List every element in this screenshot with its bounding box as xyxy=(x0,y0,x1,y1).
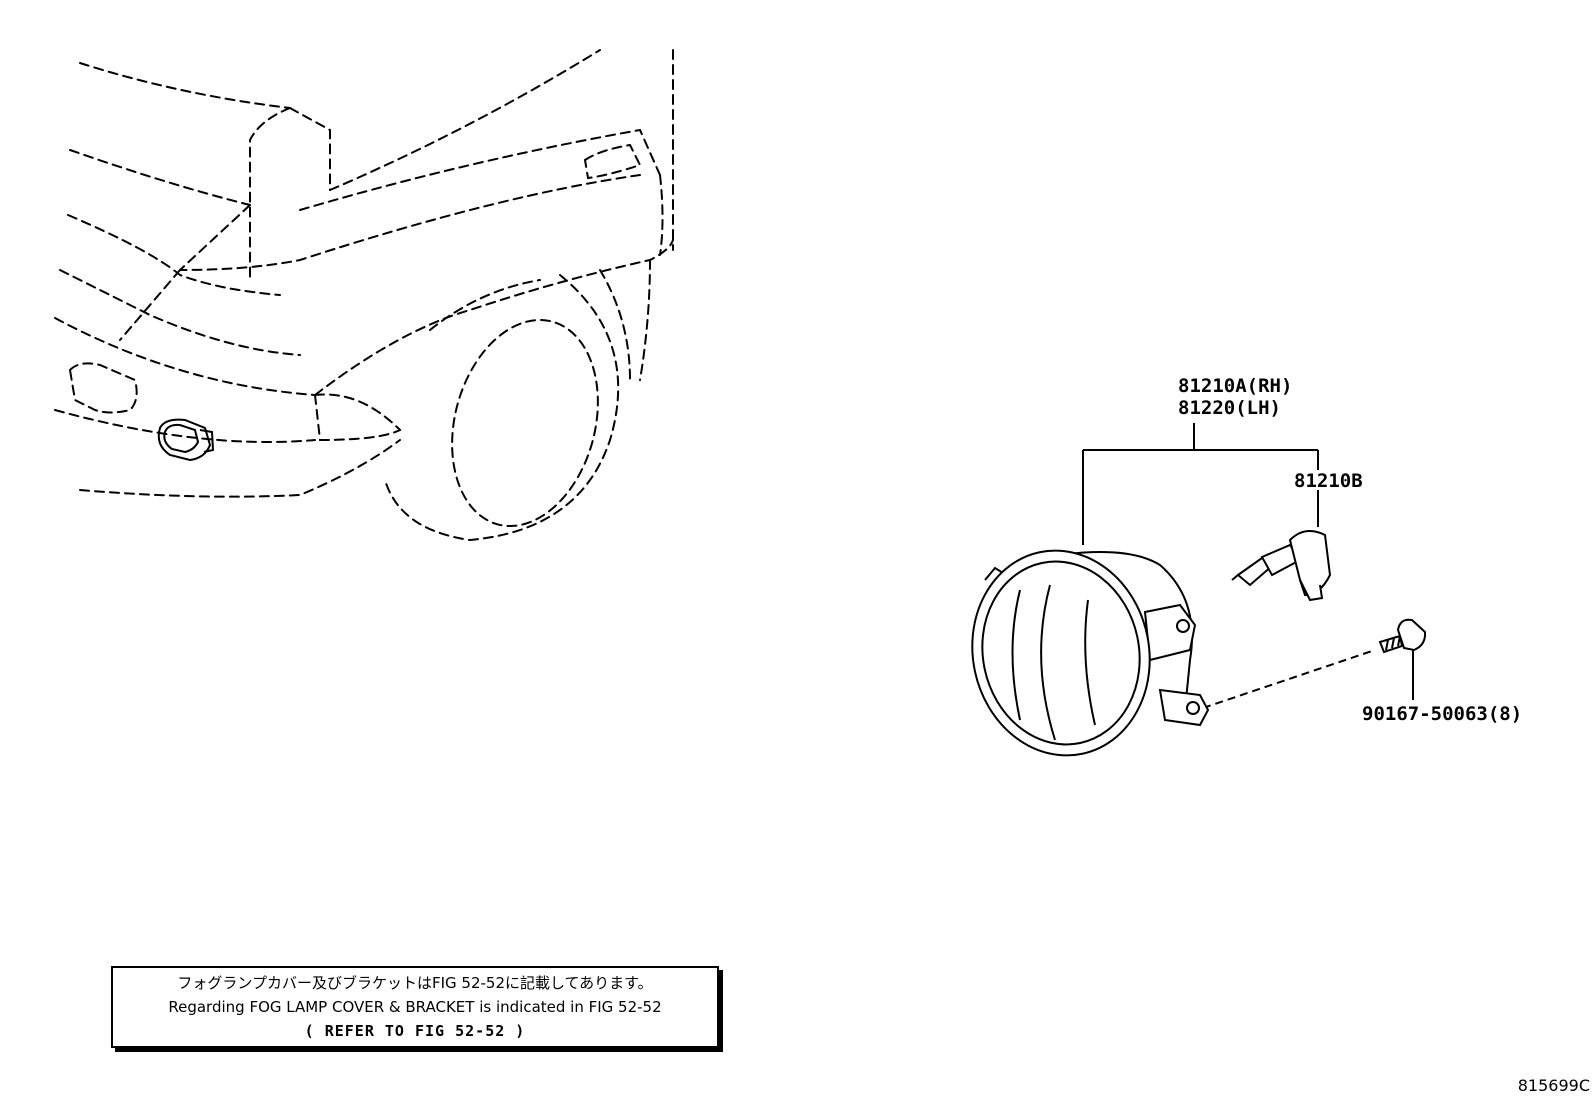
reference-note: フォグランプカバー及びブラケットはFIG 52-52に記載してあります。 Reg… xyxy=(111,966,719,1048)
screw xyxy=(1378,618,1427,654)
fog-lamp-assembly xyxy=(971,549,1210,757)
bulb xyxy=(1231,530,1332,602)
figure-id: 815699C xyxy=(1517,1076,1590,1095)
note-refer: ( REFER TO FIG 52-52 ) xyxy=(304,1022,526,1040)
leader-lines xyxy=(1082,423,1414,709)
bumper-fog-lamp xyxy=(157,418,215,462)
callout-screw: 90167-50063(8) xyxy=(1362,703,1523,725)
callout-fog-lamp-rh: 81210A(RH) xyxy=(1178,375,1293,397)
vehicle-outline xyxy=(54,49,674,542)
note-english: Regarding FOG LAMP COVER & BRACKET is in… xyxy=(168,998,662,1016)
note-japanese: フォグランプカバー及びブラケットはFIG 52-52に記載してあります。 xyxy=(177,974,653,992)
callout-bulb: 81210B xyxy=(1294,470,1363,492)
callout-fog-lamp-lh: 81220(LH) xyxy=(1178,397,1281,419)
